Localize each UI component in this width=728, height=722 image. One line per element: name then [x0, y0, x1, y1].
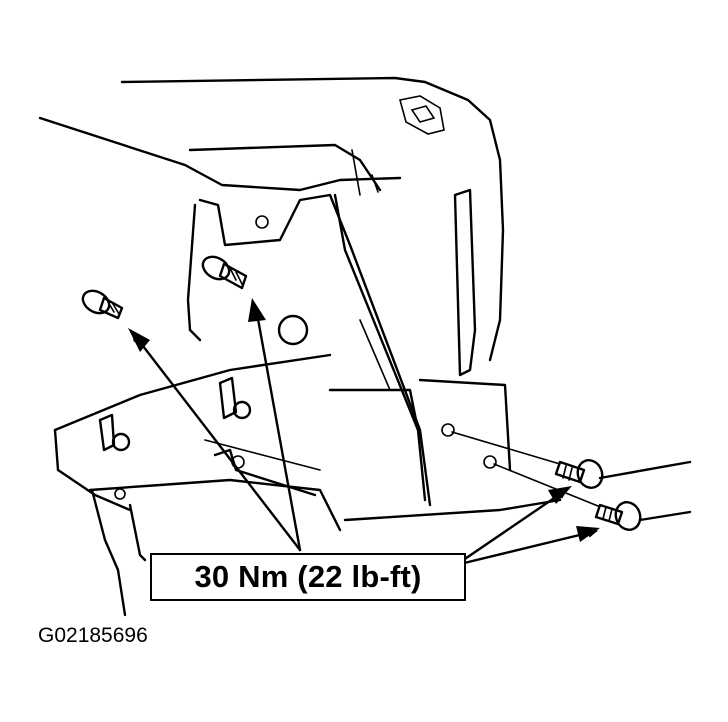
bracket-center-line: [359, 319, 391, 391]
stud-front: [114, 488, 126, 500]
bracket-hole-right-1: [441, 423, 455, 437]
stud-middle: [232, 400, 252, 420]
bolt-middle-icon: [201, 255, 248, 290]
upper-bracket-tab-line-2: [371, 174, 379, 193]
stud-left: [111, 432, 131, 452]
frame-rail-lower: [638, 510, 692, 522]
bracket-hole-right-2: [483, 455, 497, 469]
lower-housing-rib: [204, 439, 321, 471]
bracket-hole-top: [255, 215, 269, 229]
bolt-axis-right-lower: [493, 463, 599, 507]
bracket-base: [343, 498, 562, 522]
stud-left-frame: [98, 413, 116, 452]
bracket-right-panel: [453, 188, 477, 377]
bracket-inner-edge: [333, 193, 420, 432]
stud-middle-frame: [218, 376, 238, 420]
lower-housing-top: [53, 353, 332, 432]
bolt-left-icon: [81, 289, 124, 320]
upper-bracket-tab-line: [351, 149, 361, 196]
leader-arrow-right-lower: [454, 528, 598, 567]
lower-housing-front: [88, 478, 342, 532]
leader-arrow-right-upper: [454, 488, 568, 567]
lower-housing-inner: [128, 503, 147, 562]
arrowhead-right-upper: [548, 486, 572, 504]
upper-bracket-tab: [399, 95, 445, 135]
bracket-hole-large: [277, 314, 309, 346]
leader-arrow-middle: [252, 306, 302, 552]
lower-housing-left: [53, 428, 132, 512]
bolt-right-lower-icon: [594, 501, 642, 531]
frame-rail-upper: [598, 460, 692, 480]
leader-arrow-left: [131, 331, 302, 552]
bracket-right-lower: [418, 378, 512, 472]
arrowhead-middle: [248, 298, 266, 322]
bolt-axis-right-upper: [451, 431, 561, 465]
torque-callout-box: 30 Nm (22 lb-ft): [150, 553, 466, 601]
figure-id-label: G02185696: [38, 624, 148, 647]
bracket-left-edge: [186, 203, 202, 342]
arrowhead-right-lower: [576, 526, 600, 542]
bracket-lower-face: [328, 388, 427, 502]
upper-panel-outline: [120, 76, 505, 362]
torque-value-label: 30 Nm (22 lb-ft): [194, 559, 422, 594]
arrowhead-left: [128, 328, 150, 352]
lower-housing-wall: [90, 488, 127, 617]
upper-panel-inner: [188, 143, 382, 192]
upper-panel-edge: [38, 116, 402, 192]
bracket-plate-outline: [198, 193, 432, 507]
bolt-right-upper-icon: [554, 459, 604, 489]
upper-bracket-slot: [410, 105, 436, 123]
